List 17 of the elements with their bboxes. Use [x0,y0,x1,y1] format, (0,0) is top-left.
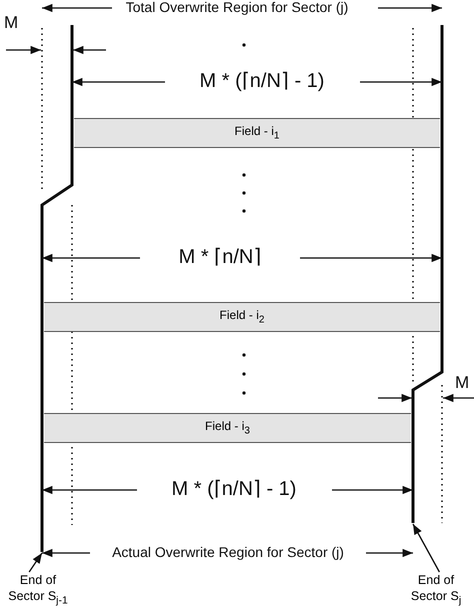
formula-label: M * ⌈n/N⌉ [178,246,262,268]
field-band [44,413,411,443]
field-label: Field - i$_{1}$ [234,124,280,142]
dimension-label: Actual Overwrite Region for Sector (j) [112,545,344,560]
field-band [74,118,440,148]
field-label: Field - i$_{2}$ [220,308,264,326]
field-label: Field - i$_{3}$ [205,418,250,438]
annotation-text: End of Sector S$_{j-1}$ [7,573,69,608]
sector-boundary-line [412,25,444,523]
sector-boundary-line [40,25,74,552]
leader-line [28,552,43,572]
dimension-label: Total Overwrite Region for Sector (j) [126,0,348,16]
field-band [44,302,440,332]
leader-line [412,524,440,572]
formula-label: M * (⌈n/N⌉ - 1) [200,70,324,92]
annotation-text: End of Sector S$_{j}$ [410,573,462,608]
formula-label: M * (⌈n/N⌉ - 1) [172,478,296,500]
